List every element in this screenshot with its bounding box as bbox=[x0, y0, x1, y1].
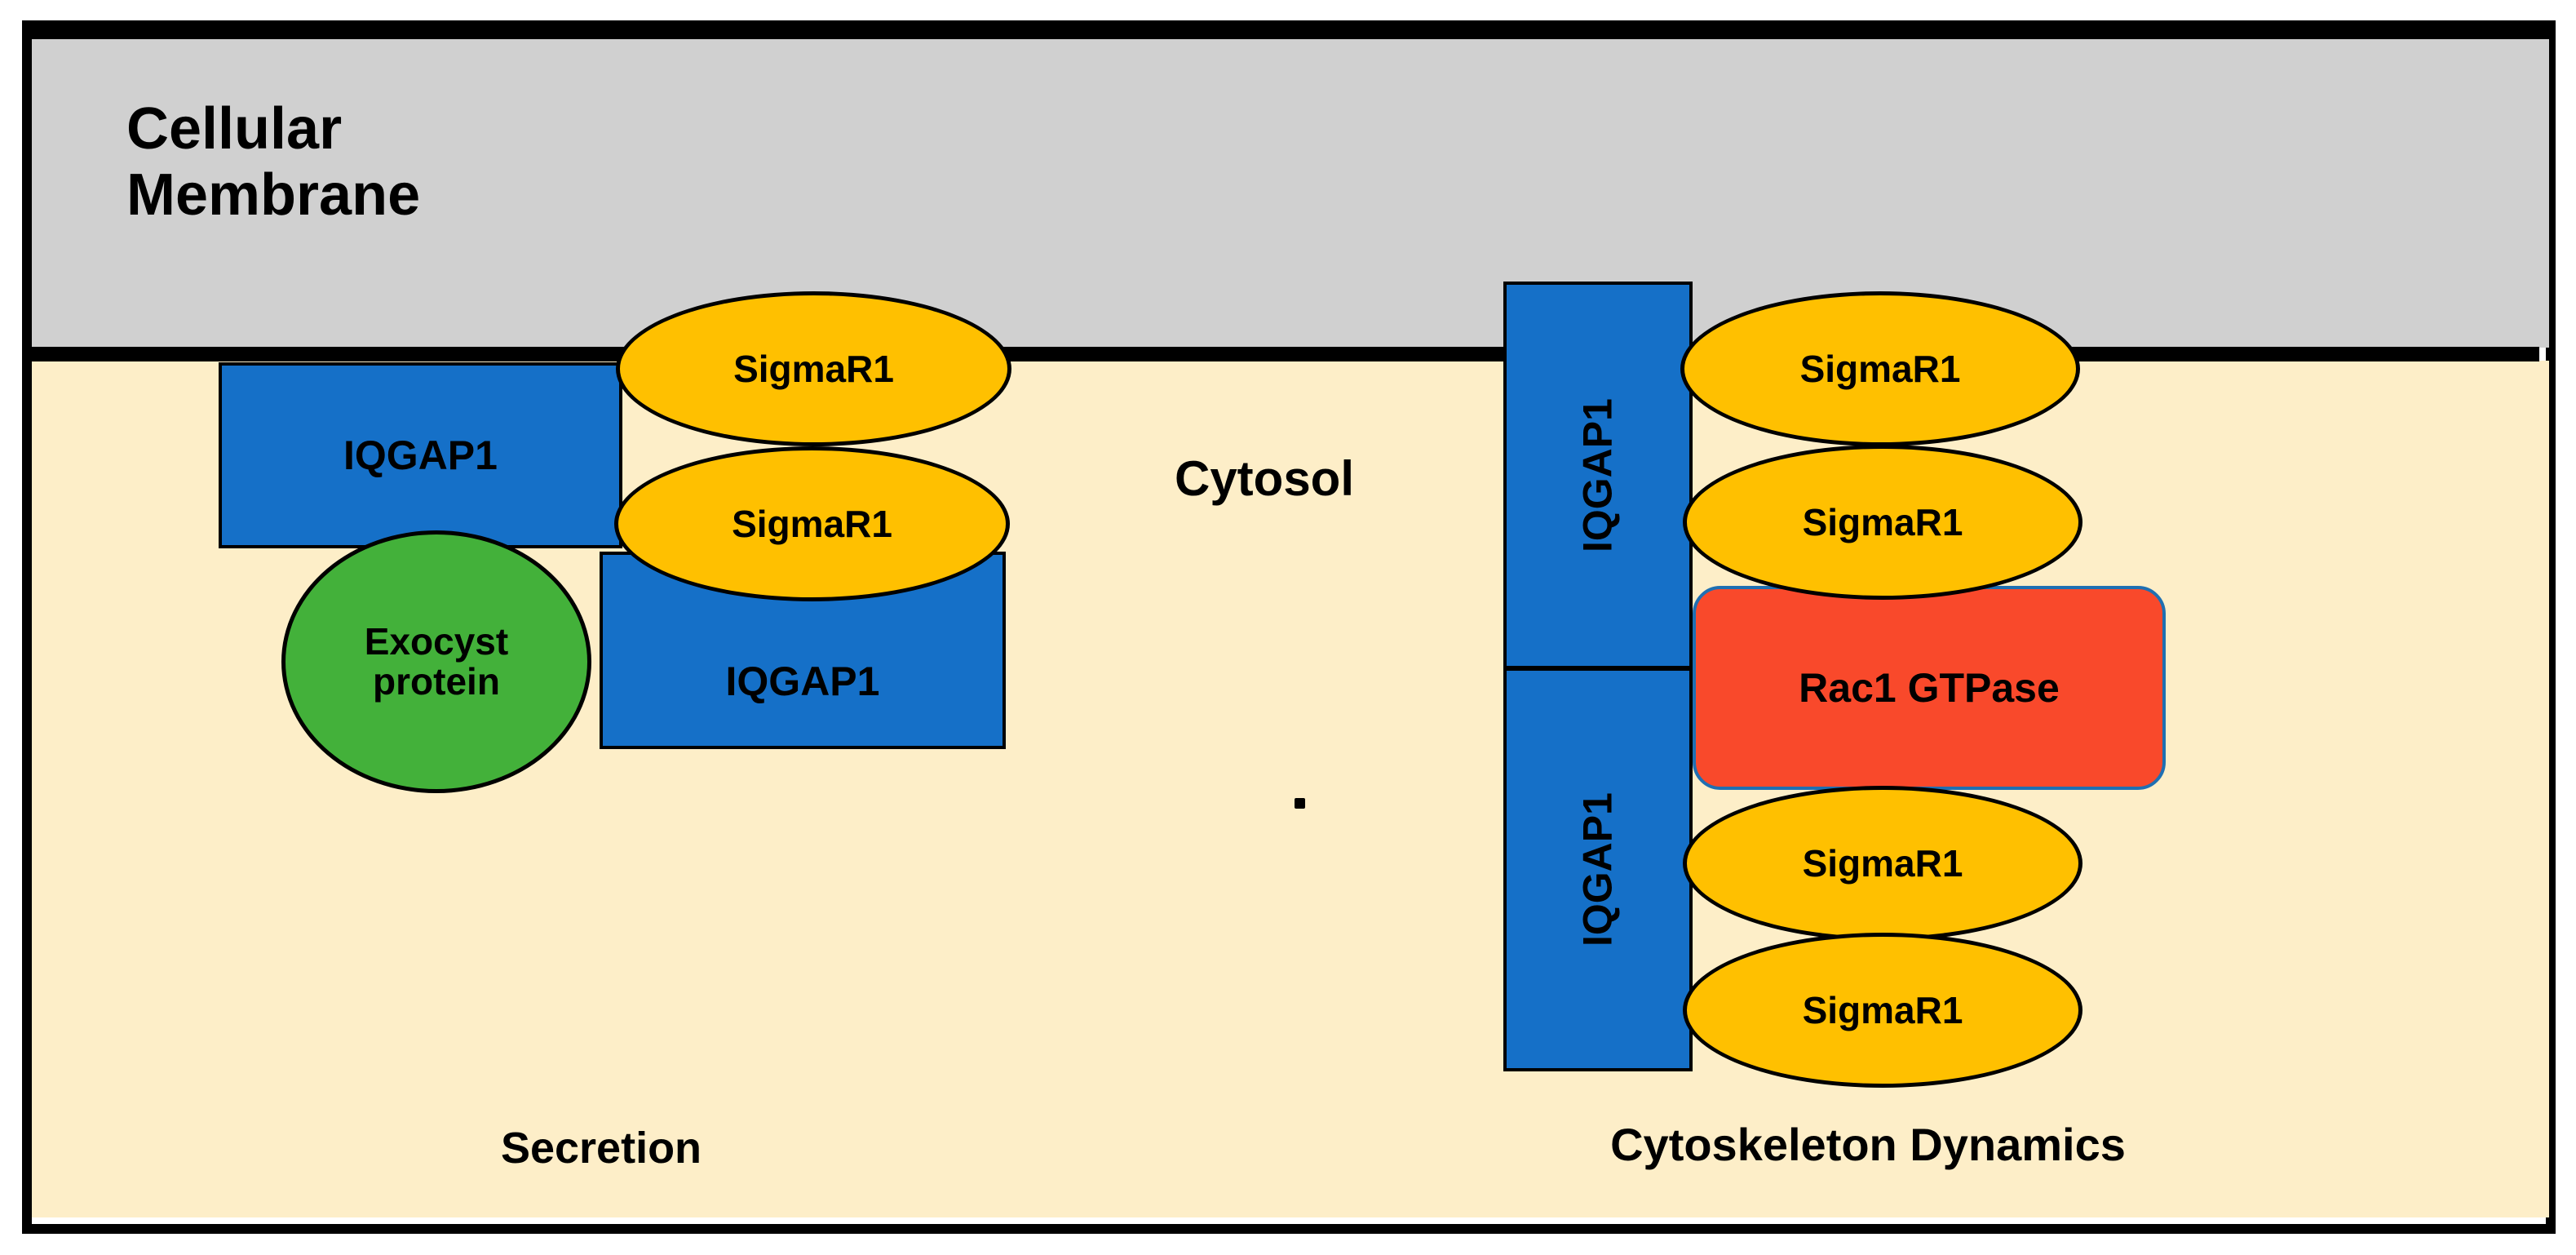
left-iqgap1-lower-box[interactable]: IQGAP1 bbox=[600, 552, 1006, 749]
right-rac1-gtpase-label: Rac1 GTPase bbox=[1799, 664, 2060, 711]
stray-dot-marker bbox=[1295, 798, 1305, 809]
right-iqgap1-upper-label: IQGAP1 bbox=[1574, 398, 1621, 552]
left-iqgap1-upper-box[interactable]: IQGAP1 bbox=[219, 362, 622, 548]
secretion-pathway-label: Secretion bbox=[500, 1124, 702, 1173]
left-sigmar1-upper-label: SigmaR1 bbox=[733, 347, 894, 390]
right-iqgap1-lower-box[interactable]: IQGAP1 bbox=[1503, 667, 1693, 1071]
cellular-membrane-label: Cellular Membrane bbox=[126, 96, 421, 228]
cellular-membrane-region bbox=[32, 39, 2549, 348]
right-sigmar1-4-ellipse[interactable]: SigmaR1 bbox=[1683, 933, 2082, 1088]
left-exocyst-protein-ellipse[interactable]: Exocyst protein bbox=[281, 530, 591, 793]
right-rac1-gtpase-box[interactable]: Rac1 GTPase bbox=[1693, 586, 2166, 790]
left-iqgap1-lower-label: IQGAP1 bbox=[725, 658, 880, 704]
right-iqgap1-lower-label: IQGAP1 bbox=[1574, 792, 1621, 947]
right-sigmar1-3-ellipse[interactable]: SigmaR1 bbox=[1683, 786, 2082, 941]
right-sigmar1-2-ellipse[interactable]: SigmaR1 bbox=[1683, 445, 2082, 600]
left-exocyst-protein-label: Exocyst protein bbox=[364, 620, 509, 703]
left-sigmar1-lower-ellipse[interactable]: SigmaR1 bbox=[614, 446, 1010, 601]
left-sigmar1-lower-label: SigmaR1 bbox=[732, 502, 892, 545]
right-sigmar1-2-label: SigmaR1 bbox=[1802, 500, 1963, 543]
right-sigmar1-3-label: SigmaR1 bbox=[1802, 841, 1963, 885]
right-sigmar1-4-label: SigmaR1 bbox=[1802, 988, 1963, 1031]
right-sigmar1-1-ellipse[interactable]: SigmaR1 bbox=[1680, 291, 2080, 446]
cytosol-label: Cytosol bbox=[1174, 451, 1355, 506]
cytoskeleton-dynamics-pathway-label: Cytoskeleton Dynamics bbox=[1610, 1119, 2126, 1170]
right-sigmar1-1-label: SigmaR1 bbox=[1799, 347, 1961, 390]
left-sigmar1-upper-ellipse[interactable]: SigmaR1 bbox=[616, 291, 1011, 446]
membrane-outer-leaflet-line bbox=[32, 30, 2549, 40]
left-iqgap1-upper-label: IQGAP1 bbox=[343, 432, 498, 478]
right-iqgap1-upper-box[interactable]: IQGAP1 bbox=[1503, 282, 1693, 669]
membrane-inner-leaflet-line bbox=[22, 347, 2539, 361]
